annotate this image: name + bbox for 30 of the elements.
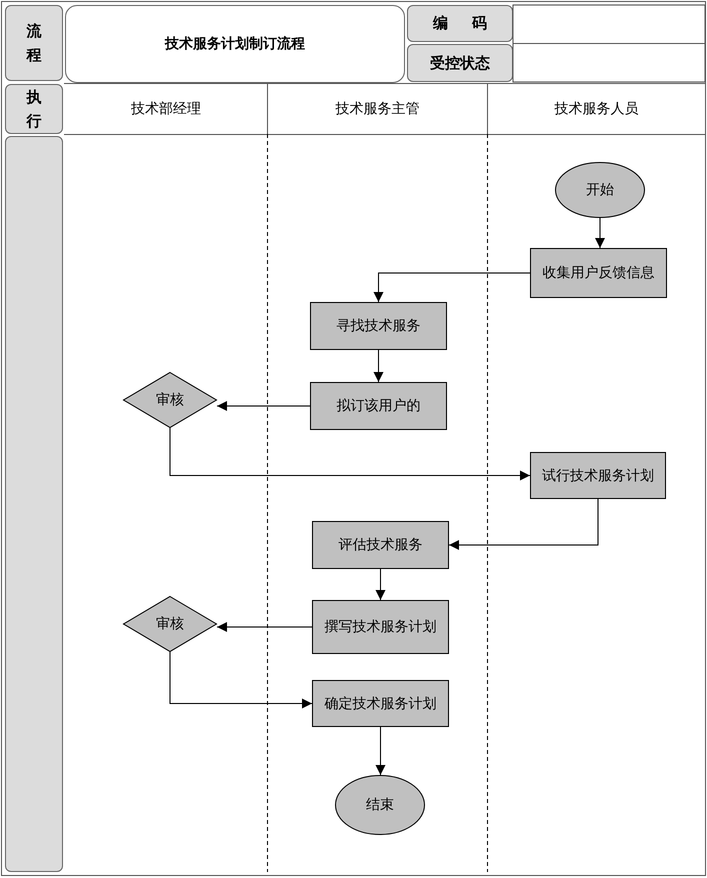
arrow bbox=[216, 622, 312, 632]
side-column bbox=[5, 136, 63, 872]
header-cell: 流程 bbox=[5, 5, 63, 81]
arrow bbox=[376, 568, 386, 600]
arrow bbox=[448, 498, 598, 550]
lane-header: 技术部经理 bbox=[65, 84, 267, 134]
process-box: 寻找技术服务 bbox=[310, 302, 447, 350]
terminal-ellipse: 结束 bbox=[335, 775, 425, 835]
lane-header: 技术服务人员 bbox=[488, 84, 705, 134]
header-cell: 编码 bbox=[407, 5, 513, 42]
process-box: 收集用户反馈信息 bbox=[530, 248, 667, 298]
process-box: 拟订该用户的 bbox=[310, 382, 447, 430]
arrow bbox=[170, 428, 530, 480]
header-cell: 执行 bbox=[5, 84, 63, 134]
process-box: 评估技术服务 bbox=[312, 521, 449, 569]
terminal-ellipse: 开始 bbox=[555, 162, 645, 218]
title-cell: 技术服务计划制订流程 bbox=[65, 5, 405, 83]
decision-diamond: 审核 bbox=[123, 596, 217, 652]
process-box: 撰写技术服务计划 bbox=[312, 600, 449, 654]
arrow bbox=[216, 401, 310, 411]
arrow bbox=[374, 272, 530, 302]
decision-diamond: 审核 bbox=[123, 372, 217, 428]
lane-header: 技术服务主管 bbox=[268, 84, 487, 134]
arrow bbox=[374, 350, 384, 382]
arrow bbox=[376, 726, 386, 776]
process-box: 确定技术服务计划 bbox=[312, 680, 449, 727]
process-box: 试行技术服务计划 bbox=[530, 452, 666, 499]
arrow bbox=[595, 218, 605, 248]
header-cell: 受控状态 bbox=[407, 44, 513, 82]
arrow bbox=[170, 652, 312, 708]
